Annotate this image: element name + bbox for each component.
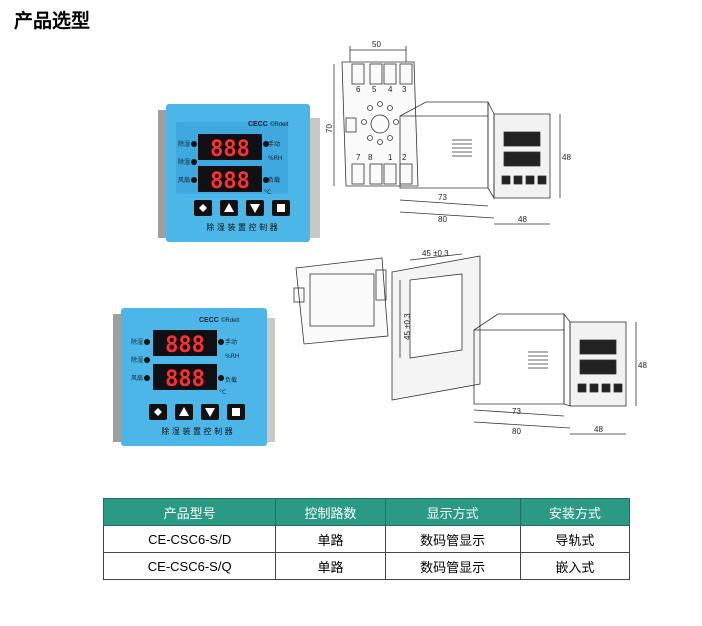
dim-73-2: 73 (512, 407, 521, 416)
left-label-2: 风扇 (178, 176, 190, 184)
terminal-3: 3 (402, 85, 407, 94)
cell-model: CE-CSC6-S/Q (102, 552, 277, 580)
header-channels: 控制路数 (275, 498, 386, 526)
table-header-row: 产品型号 控制路数 显示方式 安装方式 (102, 498, 631, 526)
left-label-0: 除湿 (178, 140, 190, 148)
header-model: 产品型号 (102, 498, 277, 526)
cell-display: 数码管显示 (384, 552, 521, 580)
digit-display-top: 888 (210, 137, 250, 162)
cell-channels: 单路 (275, 552, 386, 580)
brand-logo: CECC (248, 121, 268, 128)
dim-80: 80 (438, 215, 447, 224)
cell-model: CE-CSC6-S/D (102, 525, 277, 553)
header-mount: 安装方式 (519, 498, 631, 526)
device-footer-2: 除 湿 装 置 控 制 器 (161, 426, 232, 436)
dim-50: 50 (372, 40, 381, 49)
terminal-8: 8 (368, 153, 373, 162)
table-row: CE-CSC6-S/Q 单路 数码管显示 嵌入式 (102, 552, 631, 580)
cell-mount: 导轨式 (519, 525, 631, 553)
device-footer: 除 湿 装 置 控 制 器 (206, 222, 277, 232)
left-label-0-2: 除湿 (131, 338, 143, 346)
dimension-drawing-rail: 50 6 5 4 3 7 8 1 2 70 48 73 80 48 (325, 40, 571, 225)
terminal-1: 1 (388, 153, 393, 162)
dim-48-height: 48 (562, 153, 571, 162)
header-display: 显示方式 (384, 498, 521, 526)
table-row: CE-CSC6-S/D 单路 数码管显示 导轨式 (102, 525, 631, 553)
right-label-0: 手动 (268, 140, 280, 148)
product-selection-table: 产品型号 控制路数 显示方式 安装方式 CE-CSC6-S/D 单路 数码管显示… (102, 498, 631, 580)
left-label-2-2: 风扇 (131, 374, 143, 382)
right-label-2-2: 负载 (225, 376, 237, 384)
left-label-1: 除湿 (178, 158, 190, 166)
brand-logo-2: CECC (199, 317, 219, 324)
digit-display-bottom: 888 (210, 169, 250, 194)
unit-c: °C (264, 189, 271, 196)
brand-sub: ©Rdelt (270, 121, 289, 128)
dim-48-width: 48 (518, 215, 527, 224)
dimension-drawing-panel: 45 ±0.3 45 ±0.3 48 73 80 48 (293, 249, 647, 436)
right-label-1: %RH (268, 155, 282, 162)
brand-sub-2: ©Rdelt (221, 317, 240, 324)
dim-73: 73 (438, 193, 447, 202)
product-photo-panel: 888 888 CECC ©Rdelt 除湿 除湿 风扇 手动 %RH 负载 °… (113, 308, 275, 446)
digit-display-bottom-2: 888 (165, 367, 205, 392)
cell-display: 数码管显示 (384, 525, 521, 553)
digit-display-top-2: 888 (165, 333, 205, 358)
cell-channels: 单路 (275, 525, 386, 553)
unit-c-2: °C (219, 389, 226, 396)
right-label-1-2: %RH (225, 353, 239, 360)
left-label-1-2: 除湿 (131, 356, 143, 364)
terminal-4: 4 (388, 85, 393, 94)
product-photo-rail: 888 888 CECC ©Rdelt 除湿 除湿 风扇 手动 %RH 负载 °… (158, 104, 320, 242)
right-label-2: 负载 (268, 176, 280, 184)
terminal-7: 7 (356, 153, 361, 162)
dim-80-2: 80 (512, 427, 521, 436)
dim-48-height-2: 48 (638, 361, 647, 370)
page-title: 产品选型 (14, 10, 91, 32)
terminal-6: 6 (356, 85, 361, 94)
dim-45-height: 45 ±0.3 (403, 313, 412, 340)
dim-48-width-2: 48 (594, 425, 603, 434)
dim-70: 70 (325, 124, 334, 133)
terminal-2: 2 (402, 153, 407, 162)
terminal-5: 5 (372, 85, 377, 94)
cell-mount: 嵌入式 (519, 552, 631, 580)
dim-45-width: 45 ±0.3 (422, 249, 449, 258)
right-label-0-2: 手动 (225, 338, 237, 346)
